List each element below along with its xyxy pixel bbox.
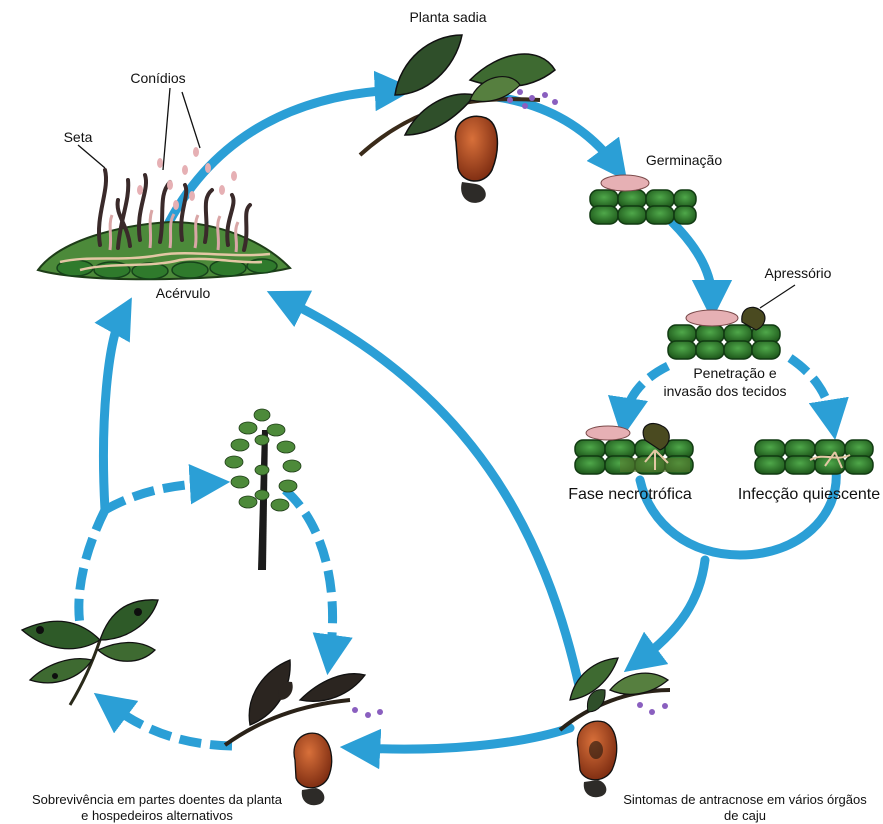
arrow-germination-to-appressorium xyxy=(672,222,712,300)
label-acervulo: Acérvulo xyxy=(156,285,211,301)
label-pointers xyxy=(78,88,200,170)
quiescent-illustration xyxy=(755,440,873,474)
label-planta-sadia: Planta sadia xyxy=(409,9,486,25)
label-germinacao: Germinação xyxy=(646,152,722,168)
healthy-nut xyxy=(461,182,486,203)
label-sintomas-line2: de caju xyxy=(724,808,766,823)
label-penetracao-line1: Penetração e xyxy=(693,365,776,381)
germinating-spore xyxy=(601,175,649,191)
label-infeccao-quiescente: Infecção quiescente xyxy=(738,486,880,503)
arrow-healthy-to-germination xyxy=(480,95,615,165)
label-seta: Seta xyxy=(64,129,93,145)
arrow-symptoms-to-survival xyxy=(360,728,570,749)
arrow-symptoms-to-acervulo xyxy=(285,300,580,690)
dashed-left-loop-down xyxy=(79,510,105,645)
diseased-plant-survival xyxy=(225,660,383,805)
healthy-leaf-1 xyxy=(395,35,462,95)
dashed-survival-to-leaves xyxy=(110,705,232,746)
dashed-left-loop-top xyxy=(105,483,210,510)
label-sintomas-line1: Sintomas de antracnose em vários órgãos xyxy=(623,792,867,807)
arrow-acervulo-to-healthy xyxy=(165,90,395,230)
germination-illustration xyxy=(590,175,696,224)
label-conidios: Conídios xyxy=(130,70,185,86)
label-fase-necrotrofica: Fase necrotrófica xyxy=(568,486,692,503)
dashed-to-necrotrophic xyxy=(625,366,668,418)
label-sobrevivencia-line1: Sobrevivência em partes doentes da plant… xyxy=(32,792,283,807)
label-apressorio: Apressório xyxy=(765,265,832,281)
healthy-plant-illustration xyxy=(360,35,558,203)
healthy-fruit xyxy=(455,116,497,181)
arrow-left-up-to-acervulo xyxy=(104,315,122,510)
label-sobrevivencia-line2: e hospedeiros alternativos xyxy=(81,808,233,823)
appressorium-illustration xyxy=(668,285,795,359)
arrow-loop-to-symptoms xyxy=(640,560,705,660)
arrow-phase-loop xyxy=(640,470,836,555)
appressorium-spore xyxy=(686,310,738,326)
alternative-host-tree xyxy=(225,409,301,570)
dashed-tree-to-survival xyxy=(285,490,333,655)
acervulo-illustration xyxy=(38,88,290,279)
alternative-host-leaves xyxy=(22,600,158,705)
dashed-to-quiescent xyxy=(790,358,832,420)
necrotrophic-illustration xyxy=(575,424,693,474)
label-penetracao-line2: invasão dos tecidos xyxy=(664,383,787,399)
